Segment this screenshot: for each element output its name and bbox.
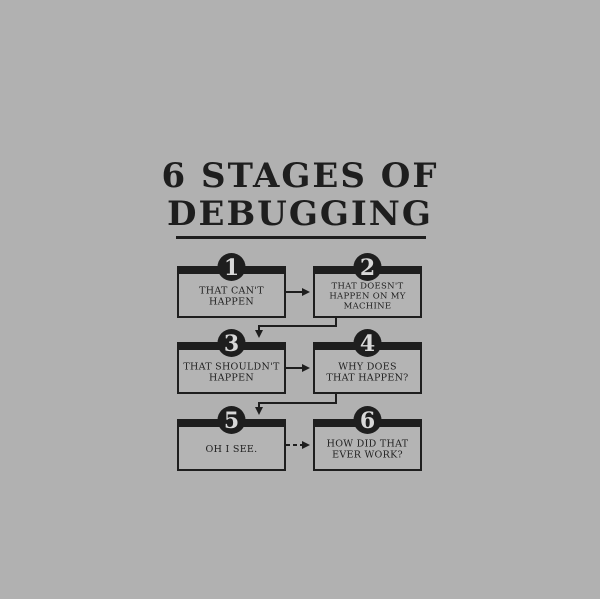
stage-5-number: 5 <box>224 408 239 434</box>
stage-box-5: 5 OH I SEE. <box>177 406 286 471</box>
stage-4-number: 4 <box>360 331 375 357</box>
stage-2-label-line-3: MACHINE <box>344 301 392 311</box>
stage-2-label-line-1: THAT DOESN'T <box>332 281 404 291</box>
stage-5-number-badge <box>217 406 246 434</box>
stage-2-label-line-2: HAPPEN ON MY <box>329 291 405 301</box>
stage-2-frame <box>313 266 422 318</box>
connectors <box>255 288 337 449</box>
stage-3-number: 3 <box>224 331 239 357</box>
arrow-4-to-5 <box>255 392 337 415</box>
stage-1-number-badge <box>217 253 246 281</box>
stage-6-label-line-2: EVER WORK? <box>332 449 403 460</box>
title-line-2: DEBUGGING <box>167 194 433 234</box>
title-underline <box>176 236 426 239</box>
stage-3-label-line-2: HAPPEN <box>209 372 254 383</box>
stage-4-number-badge <box>353 329 382 357</box>
arrow-2-to-3 <box>255 317 337 338</box>
stage-2-number-badge <box>353 253 382 281</box>
stage-1-label-line-1: THAT CAN'T <box>199 285 264 296</box>
stage-6-number: 6 <box>360 408 375 434</box>
stage-2-number: 2 <box>360 255 375 281</box>
stage-3-number-badge <box>217 329 246 357</box>
stage-4-label-line-1: WHY DOES <box>338 361 397 372</box>
stage-3-label-line-1: THAT SHOULDN'T <box>183 361 280 372</box>
stage-6-number-badge <box>353 406 382 434</box>
stage-1-number: 1 <box>224 255 239 281</box>
stage-6-label-line-1: HOW DID THAT <box>327 438 409 449</box>
stage-5-label-line-1: OH I SEE. <box>206 444 258 455</box>
stage-4-label-line-2: THAT HAPPEN? <box>326 372 408 383</box>
title-line-1: 6 STAGES OF <box>161 156 439 196</box>
stage-1-label-line-2: HAPPEN <box>209 296 254 307</box>
